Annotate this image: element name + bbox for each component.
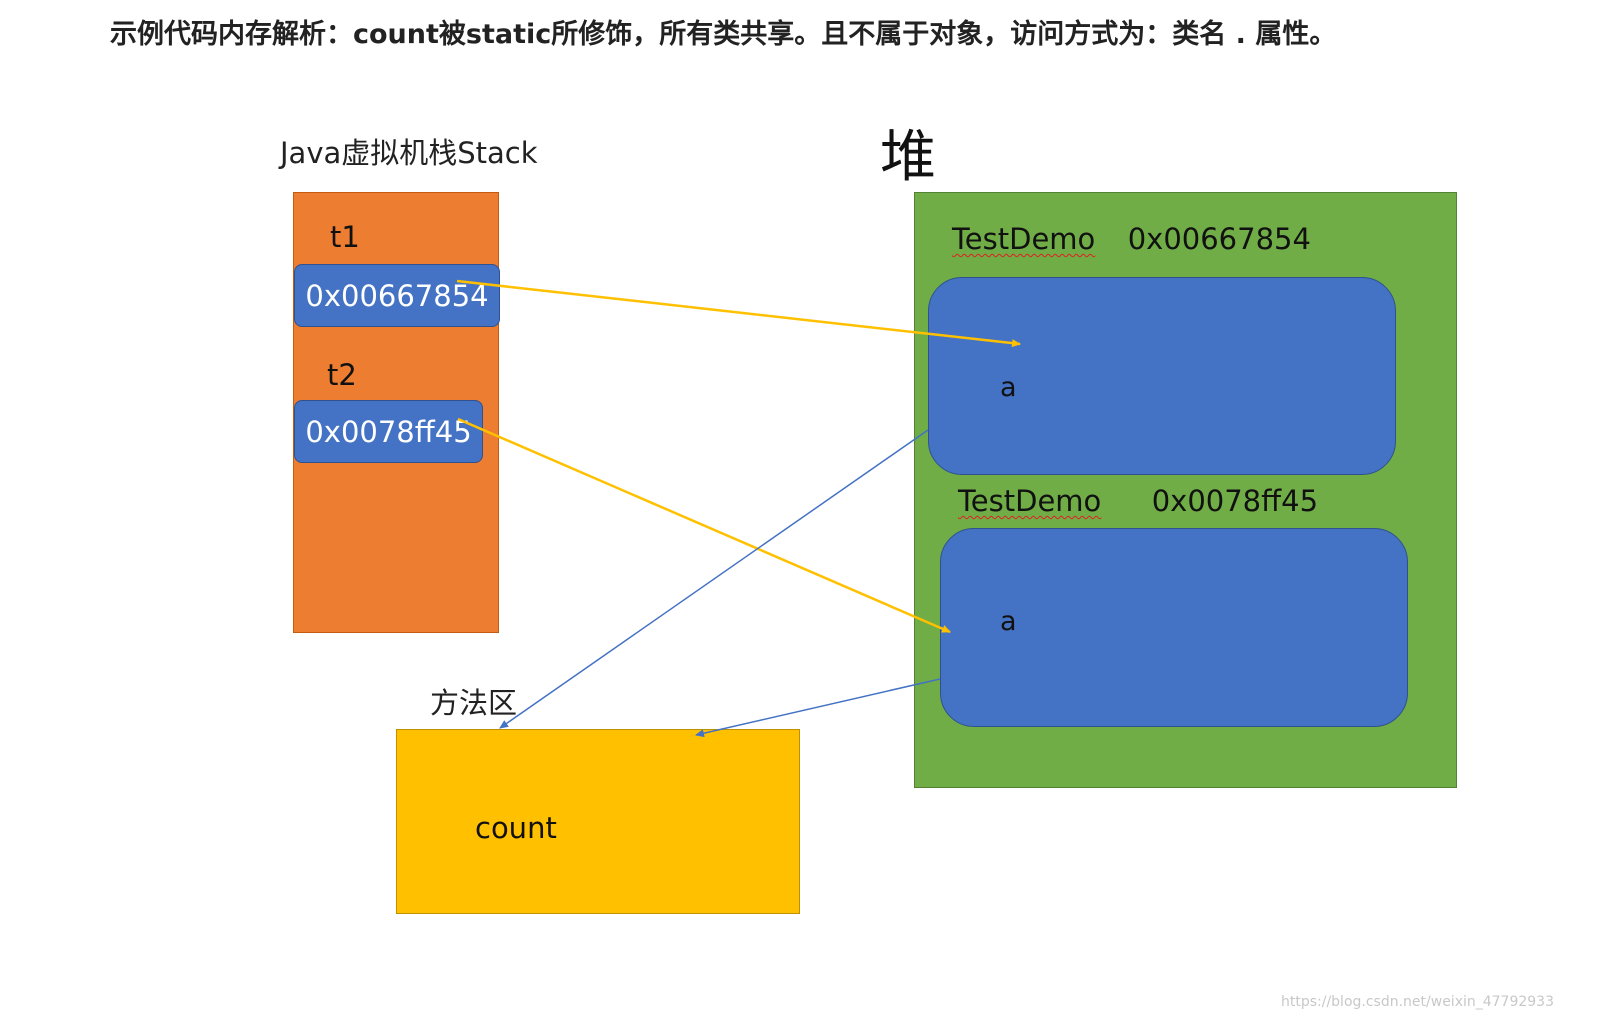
heap-object-1-class: TestDemo — [952, 222, 1096, 256]
stack-var-t1-ref: 0x00667854 — [294, 264, 500, 327]
static-arrow-object-2 — [695, 678, 941, 738]
ref-arrow-t2 — [457, 417, 951, 634]
heap-object-2-header: TestDemo 0x0078ff45 — [958, 484, 1318, 518]
heap-object-2 — [940, 528, 1408, 727]
static-arrow-object-1 — [499, 429, 929, 729]
heap-object-1-header: TestDemo 0x00667854 — [952, 222, 1311, 256]
heap-title: 堆 — [880, 125, 936, 190]
heap-object-2-class: TestDemo — [958, 484, 1102, 518]
heap-object-1-address: 0x00667854 — [1127, 222, 1311, 256]
method-area-region — [396, 729, 800, 914]
method-area-field-count: count — [475, 811, 557, 845]
watermark: https://blog.csdn.net/weixin_47792933 — [1280, 994, 1554, 1010]
ref-arrow-t1 — [456, 279, 1021, 348]
stack-title: Java虚拟机栈Stack — [280, 136, 538, 170]
heap-object-1 — [928, 277, 1396, 475]
stack-var-t2-ref: 0x0078ff45 — [294, 400, 483, 463]
page-heading: 示例代码内存解析：count被static所修饰，所有类共享。且不属于对象，访问… — [110, 19, 1337, 50]
stack-var-t1-label: t1 — [330, 220, 360, 254]
stack-var-t2-label: t2 — [327, 358, 357, 392]
heap-object-2-field: a — [1000, 606, 1017, 637]
heap-object-1-field: a — [1000, 372, 1017, 403]
heap-object-2-address: 0x0078ff45 — [1151, 484, 1319, 518]
method-area-title: 方法区 — [430, 686, 518, 720]
